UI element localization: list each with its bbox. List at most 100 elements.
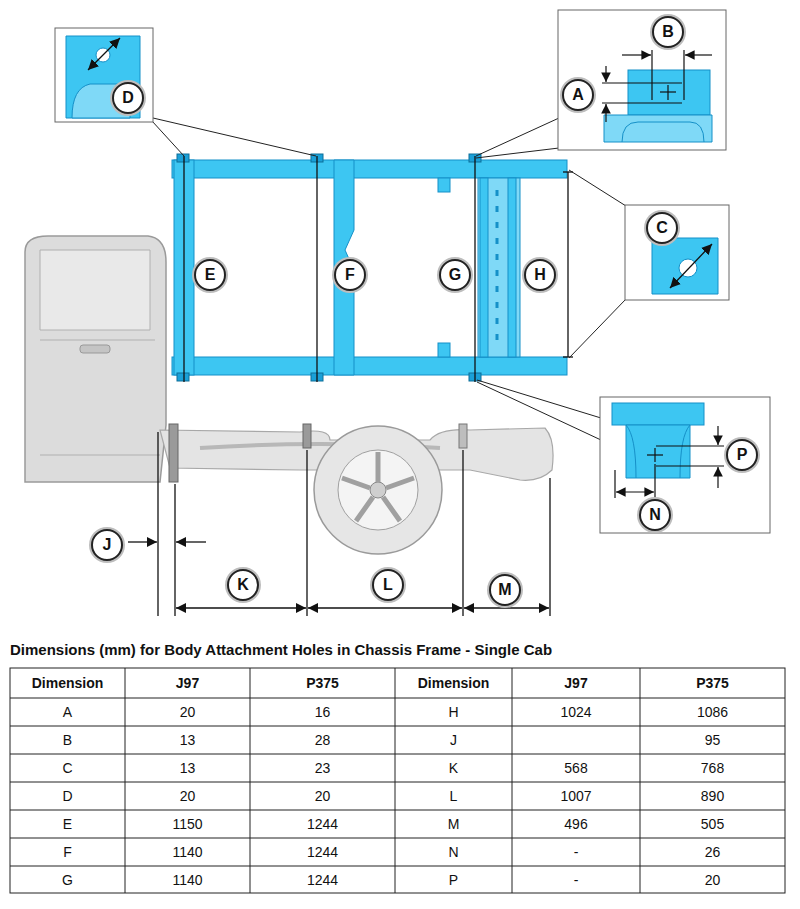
side-dimension-lines: [128, 432, 550, 616]
table-cell: 13: [126, 755, 249, 781]
callout-circle: E: [194, 259, 226, 291]
row-line: [10, 726, 785, 727]
frame-bracket: [438, 343, 450, 357]
dimension-arrow: [128, 541, 157, 542]
table-text: J97: [176, 675, 199, 691]
table-cell: 890: [641, 783, 784, 809]
table-text: D: [62, 788, 72, 804]
table-cell: 1140: [126, 867, 249, 892]
table-cell: 568: [513, 755, 639, 781]
mount-bracket: [177, 373, 189, 381]
frame-rail: [172, 160, 567, 178]
extension-line: [306, 450, 307, 616]
table-cell: Dimension: [11, 669, 124, 697]
table-text: H: [448, 704, 458, 720]
side-chassis: [160, 424, 553, 554]
table-text: 20: [705, 872, 721, 888]
row-line: [10, 698, 785, 699]
table-border: [10, 668, 785, 893]
table-cell: 20: [126, 699, 249, 725]
table-cell: 1244: [251, 867, 394, 892]
table-text: E: [63, 816, 72, 832]
callout-letter: D: [122, 90, 134, 106]
callout-circle: C: [646, 212, 678, 244]
table-cell: P375: [641, 669, 784, 697]
table-text: N: [448, 844, 458, 860]
mount-post: [169, 424, 178, 482]
table-cell: 1150: [126, 811, 249, 837]
table-cell: 95: [641, 727, 784, 753]
table-cell: C: [11, 755, 124, 781]
table-text: 768: [701, 760, 724, 776]
table-title: Dimensions (mm) for Body Attachment Hole…: [10, 641, 552, 658]
table-cell: 23: [251, 755, 394, 781]
callout-circle: L: [372, 569, 404, 601]
table-cell: 505: [641, 811, 784, 837]
callout-letter: P: [737, 447, 748, 463]
callout-letter: A: [572, 87, 584, 103]
table-text: 1244: [307, 844, 338, 860]
dimension-line: [474, 156, 475, 382]
column-line: [512, 668, 513, 893]
table-cell: G: [11, 867, 124, 892]
table-cell: 1024: [513, 699, 639, 725]
callout-circle: N: [639, 499, 671, 531]
table-text: P375: [696, 675, 729, 691]
table-cell: Dimension: [396, 669, 511, 697]
table-cell: M: [396, 811, 511, 837]
bracket-part: [628, 70, 710, 115]
sill-line: [40, 455, 160, 456]
extension-line: [157, 432, 158, 616]
callout-circle: F: [334, 259, 366, 291]
table-text: 890: [701, 788, 724, 804]
dimension-arrow: [176, 607, 306, 608]
callout-circle: G: [439, 259, 471, 291]
table-text: 20: [180, 788, 196, 804]
bracket-edge: [626, 425, 690, 478]
inset-frame: [600, 397, 770, 533]
callout-circle: M: [489, 574, 521, 606]
table-text: 568: [564, 760, 587, 776]
extension-line: [549, 478, 550, 616]
wheel-rim: [338, 450, 418, 530]
table-text: 1140: [172, 844, 202, 860]
dimension-arrow: [616, 491, 654, 492]
table-cell: B: [11, 727, 124, 753]
table-text: C: [62, 760, 72, 776]
table-cell: 20: [251, 783, 394, 809]
table-text: 23: [315, 760, 331, 776]
table-text: J97: [564, 675, 587, 691]
frame-top-view: [172, 154, 567, 381]
table-text: 26: [705, 844, 721, 860]
bracket-part: [66, 36, 140, 118]
dimension-line: [567, 172, 568, 357]
leader-line: [153, 118, 316, 156]
crosshair: [647, 454, 663, 455]
dimension-line: [316, 156, 317, 382]
dimension-arrow: [685, 54, 712, 55]
frame-bracket: [438, 178, 450, 192]
inset-frame: [55, 28, 153, 122]
table-cell: 768: [641, 755, 784, 781]
crosshair: [660, 91, 676, 92]
rear-holes: [496, 190, 499, 340]
frame-dimension-lines: [184, 156, 573, 382]
wheel-tyre: [314, 426, 442, 554]
row-line: [10, 866, 785, 867]
table-text: L: [450, 788, 458, 804]
row-line: [10, 810, 785, 811]
extension-line: [683, 50, 684, 100]
leader-line: [477, 380, 601, 418]
table-cell: L: [396, 783, 511, 809]
door-line: [40, 340, 155, 341]
callout-letter: N: [649, 507, 661, 523]
leader-line: [569, 299, 626, 358]
extension-line: [174, 484, 175, 616]
table-cell: E: [11, 811, 124, 837]
inset-d: [55, 28, 153, 122]
table-cell: 20: [641, 867, 784, 892]
callout-letter: M: [498, 582, 511, 598]
extension-line: [656, 445, 724, 446]
dimension-arrow: [605, 104, 606, 122]
